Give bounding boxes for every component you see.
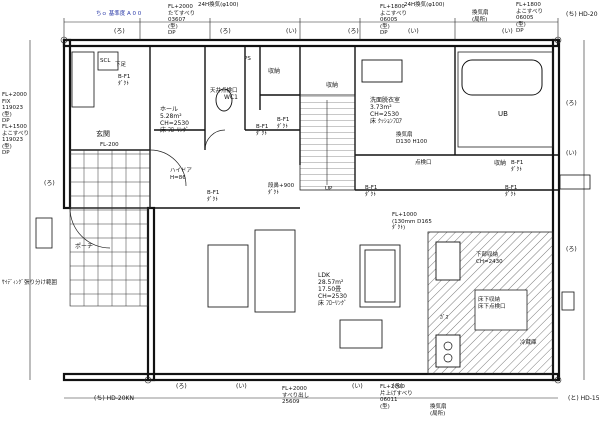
grid-ro-3: (ろ) bbox=[348, 28, 359, 35]
stairs bbox=[299, 94, 356, 191]
grid-ro-2: (ろ) bbox=[220, 28, 231, 35]
bf-4: B-F1 ﾀﾞｸﾄ bbox=[505, 185, 518, 198]
bathtub bbox=[461, 59, 543, 96]
kitchen-sink bbox=[435, 241, 461, 281]
bf-3: B-F1 ﾀﾞｸﾄ bbox=[365, 185, 378, 198]
room-ub: UB bbox=[498, 110, 508, 118]
wash-note: 点検口 bbox=[415, 160, 432, 166]
grid-ro-6: (ろ) bbox=[176, 383, 187, 390]
fan-24h-left: 24H換気(φ100) bbox=[198, 2, 239, 8]
window-top-3: FL+1800 よこすべり 06005 (型) DP bbox=[516, 2, 544, 34]
grid-ro-4: (ろ) bbox=[566, 100, 577, 107]
stairs-up: UP bbox=[325, 186, 333, 192]
grid-i-3: (い) bbox=[502, 28, 513, 35]
room-wash: 洗面脱衣室 3.73m² CH=2530 床 ｸｯｼｮﾝﾌﾛｱ bbox=[370, 97, 402, 125]
grid-ro-5: (ろ) bbox=[566, 246, 577, 253]
room-porch: ポーチ bbox=[75, 243, 94, 250]
fridge-label: 冷蔵庫 bbox=[520, 340, 537, 346]
grid-ro-1: (ろ) bbox=[114, 28, 125, 35]
porch-tile bbox=[69, 207, 149, 307]
grid-i-6: (い) bbox=[352, 383, 363, 390]
room-ldk: LDK 28.57m² 17.50畳 CH=2530 床 ﾌﾛｰﾘﾝｸﾞ bbox=[318, 272, 347, 307]
grid-i-5: (い) bbox=[236, 383, 247, 390]
sck-cabinet bbox=[97, 51, 119, 71]
grid-i-4: (い) bbox=[566, 150, 577, 157]
genkan-tile bbox=[69, 149, 151, 209]
room-wc: WC1 bbox=[224, 94, 238, 101]
grid-ro-7: (ろ) bbox=[392, 383, 403, 390]
wash-basin bbox=[361, 59, 403, 83]
highdoor-label: ハイドア H=86 bbox=[170, 168, 192, 181]
bf-6: B-F1 ﾀﾞｸﾄ bbox=[511, 160, 524, 173]
fan-24h-right: 24H換気(φ100) bbox=[404, 2, 445, 8]
fan-bath: 換気扇 (局所) bbox=[472, 10, 489, 23]
ub-room bbox=[457, 51, 554, 148]
corner-top-right: (ち) HD-20 bbox=[566, 11, 598, 18]
bf-7: B-F1 ﾀﾞｸﾄ bbox=[256, 124, 269, 137]
room-hall: ホール 5.28m² CH=2530 床 ﾌﾛｰﾘﾝｸﾞ bbox=[160, 106, 189, 134]
top-left-tag: ちｏ 基準度 A 0 0 bbox=[96, 11, 142, 17]
kitchen-label: 下部収納 CH=2430 bbox=[476, 252, 503, 265]
wash-fan: 換気扇 D130 H100 bbox=[396, 132, 428, 145]
dimension-lines bbox=[29, 18, 585, 399]
ldk-furniture bbox=[207, 229, 401, 349]
room-ldk-fl: FL+1000 (130mm D165 ﾀﾞｸﾄ) bbox=[392, 212, 432, 231]
bf-2: B-F1 ﾀﾞｸﾄ bbox=[277, 117, 290, 130]
room-storage-top: 収納 bbox=[268, 68, 281, 75]
grid-ro-8: (ろ) bbox=[44, 180, 55, 187]
grid-markers bbox=[60, 36, 562, 384]
sink-label: 床下収納 床下点検口 bbox=[478, 297, 506, 310]
left-note: ｻｲﾃﾞｨﾝｸﾞ張り分け範囲 bbox=[2, 280, 58, 286]
door-swings bbox=[69, 129, 226, 249]
shoe-cabinet bbox=[71, 51, 95, 108]
window-left-2: FL+1500 よこすべり 119023 (型) DP bbox=[2, 124, 30, 156]
bf-1: B-F1 ﾀﾞｸﾄ bbox=[118, 74, 131, 87]
room-storage-2: 収納 bbox=[326, 82, 339, 89]
toilet-note: 天井点検口 bbox=[210, 88, 238, 94]
window-top-1: FL+2000 たてすべり 03607 (型) DP bbox=[168, 4, 196, 36]
window-left-1: FL+2000 FIX 119023 (型) DP bbox=[2, 92, 27, 124]
sck-label: SCL bbox=[100, 58, 111, 64]
fan-bottom: 換気扇 (局所) bbox=[430, 404, 447, 417]
corner-bottom-left: (ち) HD-20KN bbox=[94, 395, 134, 402]
room-genkan-fl: FL-200 bbox=[100, 142, 119, 148]
shoes-label: 下足 bbox=[115, 62, 127, 68]
island bbox=[474, 289, 528, 331]
step-note: 段鼻+900 ﾀﾞｸﾄ bbox=[268, 183, 295, 196]
room-genkan: 玄関 bbox=[96, 130, 110, 138]
room-ps: PS bbox=[244, 56, 251, 62]
ac-unit bbox=[561, 291, 575, 311]
ac-unit-2 bbox=[559, 174, 591, 190]
grid-i-1: (い) bbox=[286, 28, 297, 35]
room-storage-3: 収納 bbox=[494, 160, 507, 167]
grid-i-2: (い) bbox=[408, 28, 419, 35]
window-top-2: FL+1800 よこすべり 06005 (型) DP bbox=[380, 4, 408, 36]
gas-label: ｶﾞｽ bbox=[440, 315, 449, 321]
window-bottom-1: FL+2000 すべり出し 25609 bbox=[282, 386, 310, 405]
toilet bbox=[215, 88, 233, 112]
outdoor-faucet bbox=[35, 217, 53, 249]
window-bottom-2: FL+2000 片上げすべり 06011 (型) bbox=[380, 384, 413, 410]
corner-bottom-right: (と) HD-15 bbox=[568, 395, 600, 402]
bf-5: B-F1 ﾀﾞｸﾄ bbox=[207, 190, 220, 203]
